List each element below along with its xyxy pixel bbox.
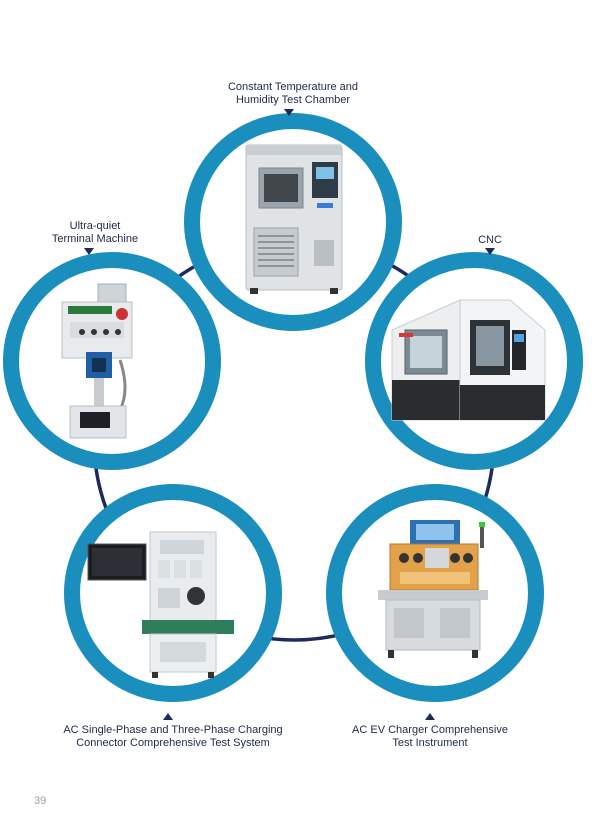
label-cnc-line-1: CNC — [478, 234, 502, 246]
label-connector: AC Single-Phase and Three-Phase Charging… — [48, 724, 298, 750]
label-terminal-line-2: Terminal Machine — [51, 233, 139, 245]
cnc-node — [365, 252, 583, 470]
label-connector-line-2: Connector Comprehensive Test System — [76, 737, 270, 749]
label-ev-charger-line-2: Test Instrument — [392, 737, 468, 749]
label-chamber: Constant Temperature and Humidity Test C… — [188, 81, 398, 107]
label-chamber-line-2: Humidity Test Chamber — [235, 94, 351, 106]
label-ev-charger: AC EV Charger Comprehensive Test Instrum… — [340, 724, 520, 750]
arrow-connector — [163, 713, 173, 720]
label-connector-line-1: AC Single-Phase and Three-Phase Charging — [63, 724, 283, 736]
terminal-image — [61, 283, 133, 439]
chamber-node — [184, 113, 402, 331]
label-terminal-line-1: Ultra-quiet — [69, 220, 121, 232]
label-cnc: CNC — [450, 234, 530, 247]
label-terminal: Ultra-quiet Terminal Machine — [20, 220, 170, 246]
connector-image — [87, 531, 234, 678]
arrow-ev-charger — [425, 713, 435, 720]
connector-node — [64, 484, 282, 702]
arrow-chamber — [284, 109, 294, 116]
page-number: 39 — [34, 795, 47, 807]
terminal-node — [3, 252, 221, 470]
label-chamber-line-1: Constant Temperature and — [227, 81, 359, 93]
cnc-image — [391, 299, 546, 421]
ev-charger-image — [378, 520, 488, 658]
label-ev-charger-line-1: AC EV Charger Comprehensive — [352, 724, 508, 736]
arrow-cnc — [485, 248, 495, 255]
ev-charger-node — [326, 484, 544, 702]
chamber-image — [245, 144, 343, 294]
arrow-terminal — [84, 248, 94, 255]
